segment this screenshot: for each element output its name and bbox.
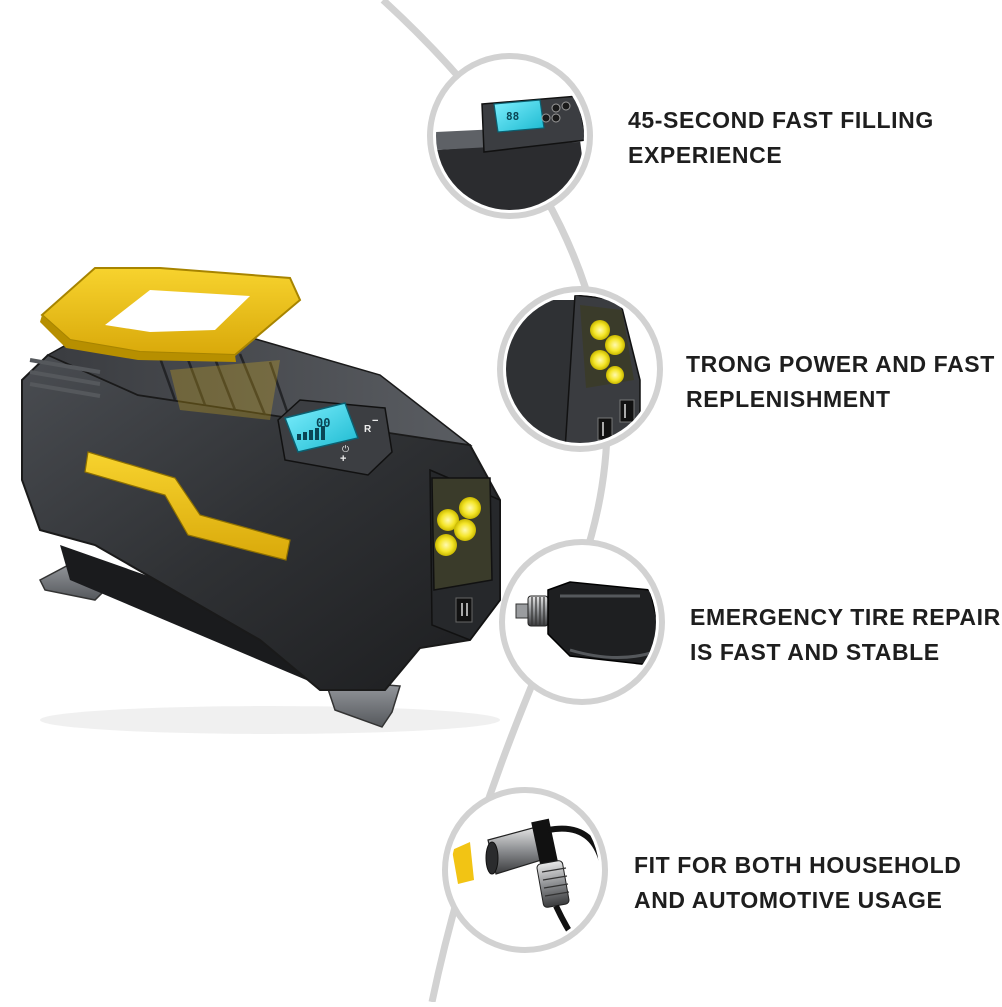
led-light-icon <box>506 295 654 443</box>
feature-text-emergency-repair: EMERGENCY TIRE REPAIR IS FAST AND STABLE <box>690 600 1001 670</box>
feature-line-2: REPLENISHMENT <box>686 386 891 412</box>
reset-button-label: R <box>364 424 372 435</box>
air-compressor-product: 00 ⏻ R − + <box>21 267 501 734</box>
feature-text-fast-filling: 45-SECOND FAST FILLING EXPERIENCE <box>628 103 934 173</box>
feature-line-2: AND AUTOMOTIVE USAGE <box>634 887 943 913</box>
feature-line-2: IS FAST AND STABLE <box>690 639 940 665</box>
feature-text-household-automotive: FIT FOR BOTH HOUSEHOLD AND AUTOMOTIVE US… <box>634 848 962 918</box>
feature-line-1: FIT FOR BOTH HOUSEHOLD <box>634 852 962 878</box>
minus-button-label: − <box>372 415 378 427</box>
feature-line-1: TRONG POWER AND FAST <box>686 351 995 377</box>
digital-display-panel: 00 ⏻ R − + <box>277 399 393 476</box>
plus-button-label: + <box>340 453 346 465</box>
feature-line-2: EXPERIENCE <box>628 142 783 168</box>
feature-circle-display: 88 <box>427 53 593 219</box>
lcd-reading: 00 <box>316 416 330 430</box>
yellow-accent-stripe <box>84 451 291 561</box>
feature-circle-plug <box>499 539 665 705</box>
svg-text:88: 88 <box>506 110 519 123</box>
feature-line-1: 45-SECOND FAST FILLING <box>628 107 934 133</box>
feature-circle-led <box>497 286 663 452</box>
feature-line-1: EMERGENCY TIRE REPAIR <box>690 604 1001 630</box>
feature-circle-nozzle <box>442 787 608 953</box>
car-plug-icon <box>508 548 656 696</box>
air-nozzle-icon <box>451 796 599 944</box>
power-button-label: ⏻ <box>342 444 349 454</box>
led-work-light <box>431 477 493 623</box>
feature-text-strong-power: TRONG POWER AND FAST REPLENISHMENT <box>686 347 995 417</box>
